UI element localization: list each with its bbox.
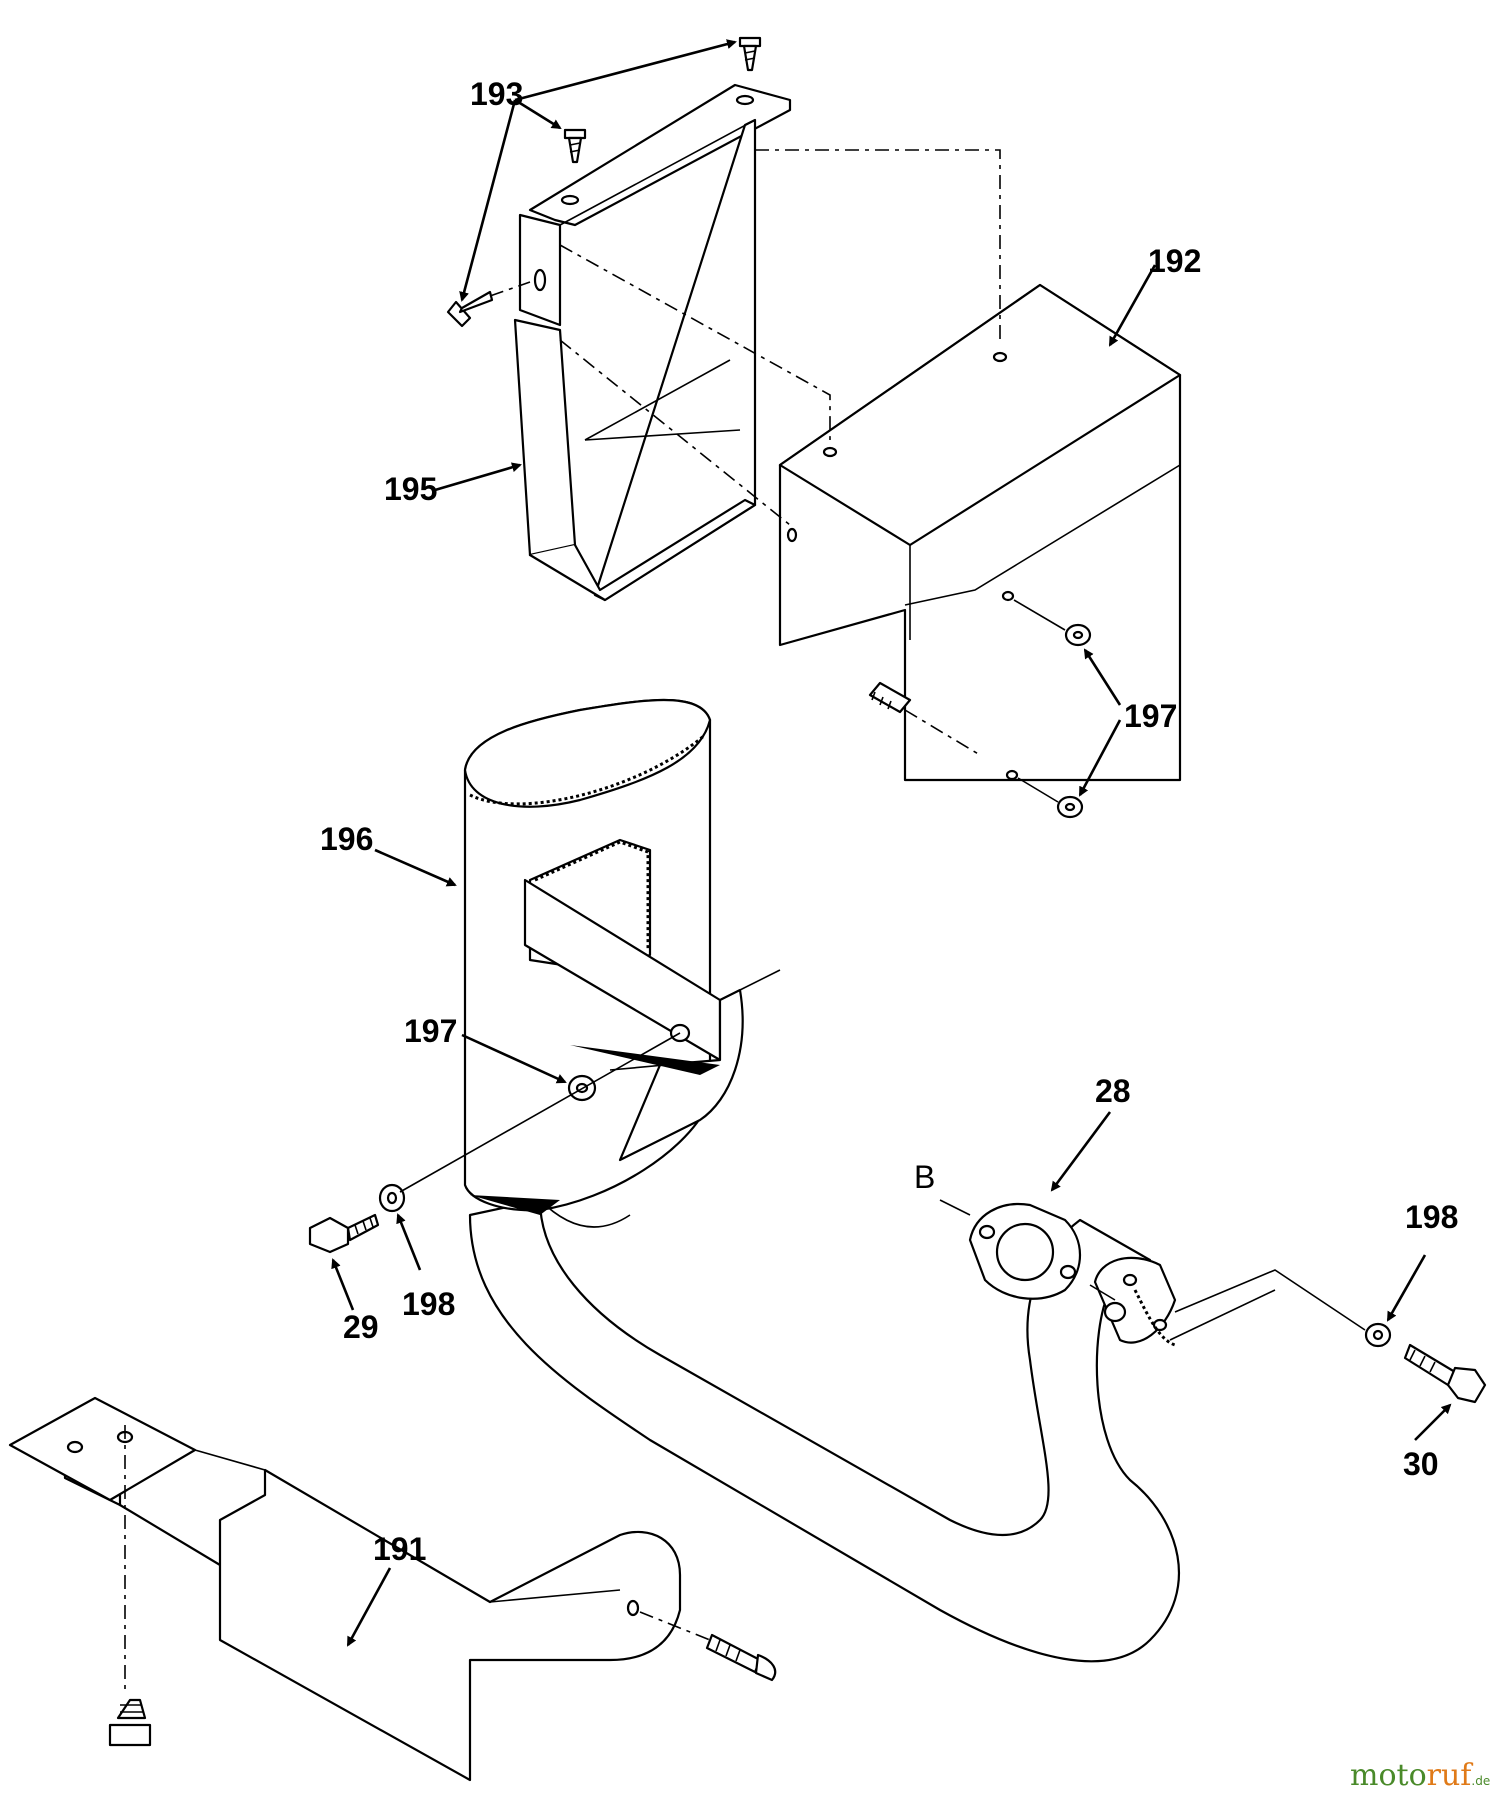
- bolt-bracket-side: [705, 1633, 777, 1682]
- callout-196: 196: [320, 821, 373, 857]
- watermark-logo: motoruf.de: [1350, 1758, 1490, 1793]
- washer-198-left: [378, 1183, 406, 1213]
- washer-197-upper: [1064, 623, 1092, 647]
- callout-191: 191: [373, 1531, 426, 1567]
- callout-28: 28: [1095, 1073, 1131, 1109]
- bolt-29: [308, 1213, 380, 1254]
- callout-193: 193: [470, 76, 523, 112]
- callout-197-top: 197: [1124, 698, 1177, 734]
- washer-198-right: [1364, 1322, 1392, 1348]
- screw-193-a: [563, 128, 587, 164]
- gasket-28: [968, 1202, 1082, 1300]
- callout-B: B: [914, 1159, 935, 1195]
- assembly-lines-upper: [559, 149, 1001, 526]
- bolt-bracket-lower: [108, 1698, 152, 1747]
- bolt-30: [1403, 1343, 1487, 1404]
- callout-198-left: 198: [402, 1286, 455, 1322]
- callout-192: 192: [1148, 243, 1201, 279]
- watermark-part2: ruf: [1427, 1758, 1474, 1793]
- callout-arrows: [331, 39, 1452, 1647]
- callout-29: 29: [343, 1309, 379, 1345]
- callout-198-right: 198: [1405, 1199, 1458, 1235]
- part-191-bracket: [8, 1396, 682, 1782]
- callout-30: 30: [1403, 1446, 1439, 1482]
- part-192-heat-shield: [778, 283, 1182, 819]
- bolt-ghost: [868, 681, 981, 756]
- svg-text:motoruf.de: motoruf.de: [1350, 1758, 1490, 1793]
- screw-193-c: [446, 281, 531, 328]
- part-195-shield: [513, 83, 792, 602]
- callout-195: 195: [384, 471, 437, 507]
- callout-labels: 193 192 195 197 196 197 28 B 198 198 29 …: [320, 76, 1458, 1567]
- watermark-suffix: .de: [1471, 1774, 1490, 1788]
- callout-197-mid: 197: [404, 1013, 457, 1049]
- washer-197-lower: [1056, 795, 1084, 819]
- screw-193-b: [738, 36, 762, 72]
- part-196-muffler: [463, 698, 1181, 1663]
- watermark-part1: moto: [1350, 1758, 1427, 1793]
